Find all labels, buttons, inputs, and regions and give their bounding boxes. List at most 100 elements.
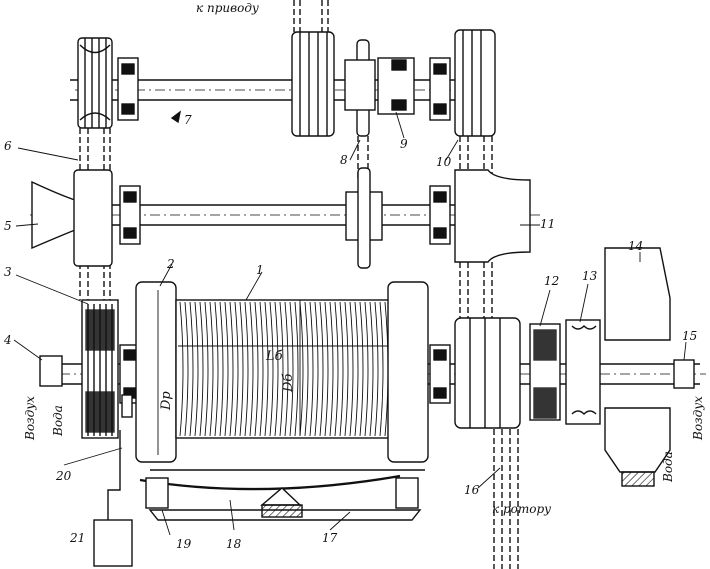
top-clutch-bearing bbox=[344, 57, 415, 115]
rope-winding bbox=[234, 301, 239, 437]
callout-17: 17 bbox=[322, 531, 338, 545]
callout-21: 21 bbox=[69, 531, 85, 545]
fulcrum-support bbox=[261, 504, 303, 518]
rope-winding bbox=[229, 301, 234, 437]
rope-winding bbox=[284, 301, 289, 437]
rope-winding bbox=[209, 301, 214, 437]
callout-20: 20 bbox=[55, 469, 72, 483]
rope-winding bbox=[239, 301, 244, 437]
rope-winding bbox=[324, 301, 329, 437]
cathead bbox=[31, 180, 76, 250]
callout-10: 10 bbox=[436, 155, 452, 169]
callout-3: 3 bbox=[4, 265, 12, 279]
rope-winding bbox=[309, 301, 314, 437]
drum-right-bearing bbox=[429, 344, 451, 404]
right-cylinder bbox=[395, 477, 419, 509]
callout-8: 8 bbox=[340, 153, 348, 167]
rope-winding bbox=[299, 301, 304, 437]
drum-shaft-pulley bbox=[454, 317, 521, 429]
callout-13: 13 bbox=[582, 269, 598, 283]
callout-5: 5 bbox=[4, 219, 12, 233]
drum-left-flange bbox=[135, 281, 177, 463]
air-right-label: Воздух bbox=[691, 396, 705, 441]
rope-winding bbox=[204, 301, 209, 437]
catshaft-right-bearing bbox=[429, 185, 451, 245]
catshaft-left-bearing bbox=[119, 185, 141, 245]
leader-lines bbox=[13, 111, 687, 536]
rope-winding bbox=[249, 301, 254, 437]
rope-winding bbox=[214, 301, 219, 437]
rope-winding bbox=[244, 301, 249, 437]
top-shaft-assembly bbox=[70, 0, 496, 137]
rope-winding bbox=[189, 301, 194, 437]
drum-rope bbox=[175, 299, 391, 439]
rope-winding bbox=[334, 301, 339, 437]
rope-winding bbox=[269, 301, 274, 437]
catshaft-assembly bbox=[30, 167, 540, 269]
rope-winding bbox=[314, 301, 319, 437]
rope-winding bbox=[294, 301, 299, 437]
drum-shaft-assembly bbox=[39, 247, 706, 487]
right-swivel bbox=[673, 359, 695, 389]
rope-winding bbox=[254, 301, 259, 437]
catshaft-clutch bbox=[454, 169, 531, 263]
rope-winding bbox=[289, 301, 294, 437]
top-center-pulley bbox=[291, 31, 335, 137]
air-left-label: Воздух bbox=[23, 396, 37, 441]
top-left-pulley bbox=[77, 37, 113, 129]
rope-winding bbox=[274, 301, 279, 437]
rope-winding bbox=[379, 301, 384, 437]
callout-19: 19 bbox=[176, 537, 192, 551]
top-left-bearing bbox=[117, 57, 139, 121]
callout-11: 11 bbox=[540, 217, 555, 231]
callout-4: 4 bbox=[3, 333, 12, 347]
rope-winding bbox=[374, 301, 379, 437]
drum-right-flange bbox=[387, 281, 429, 463]
water-right-label: Вода bbox=[661, 451, 675, 483]
callout-2: 2 bbox=[166, 257, 175, 271]
rope-winding bbox=[329, 301, 334, 437]
rope-winding bbox=[219, 301, 224, 437]
top-right-bearing bbox=[429, 57, 451, 121]
callout-15: 15 bbox=[682, 329, 697, 343]
rope-winding bbox=[354, 301, 359, 437]
rope-winding bbox=[224, 301, 229, 437]
callout-1: 1 bbox=[256, 263, 264, 277]
drum-diameter-dimension: Dб bbox=[281, 374, 296, 393]
callout-16: 16 bbox=[464, 483, 480, 497]
rope-winding bbox=[369, 301, 374, 437]
rope-winding bbox=[279, 301, 284, 437]
control-21 bbox=[93, 519, 133, 567]
rope-winding bbox=[319, 301, 324, 437]
callout-14: 14 bbox=[628, 239, 643, 253]
drum-length-dimension: Lб bbox=[265, 349, 283, 364]
callout-12: 12 bbox=[544, 274, 559, 288]
rope-winding bbox=[184, 301, 189, 437]
brake-14-bottom bbox=[604, 407, 671, 473]
rope-winding bbox=[349, 301, 354, 437]
left-clutch-pack bbox=[81, 299, 119, 439]
rope-winding bbox=[194, 301, 199, 437]
to-drive-note: к приводу bbox=[196, 1, 259, 15]
brake-linkage bbox=[93, 394, 425, 567]
callout-6: 6 bbox=[4, 139, 12, 153]
rope-winding bbox=[339, 301, 344, 437]
water-left-label: Вода bbox=[51, 405, 65, 437]
callout-7: 7 bbox=[184, 113, 192, 127]
rope-winding bbox=[359, 301, 364, 437]
brake-14-top bbox=[604, 247, 671, 341]
rope-winding bbox=[364, 301, 369, 437]
rope-winding bbox=[259, 301, 264, 437]
flange-diameter-dimension: Dр bbox=[159, 391, 174, 411]
catshaft-left-pulley bbox=[73, 169, 113, 267]
rope-winding bbox=[264, 301, 269, 437]
callout-9: 9 bbox=[400, 137, 408, 151]
top-right-pulley bbox=[454, 29, 496, 137]
left-swivel bbox=[39, 355, 63, 387]
callout-18: 18 bbox=[226, 537, 242, 551]
brake-14-base bbox=[621, 471, 655, 487]
left-cylinder bbox=[145, 477, 169, 509]
clutch-12 bbox=[529, 323, 561, 421]
